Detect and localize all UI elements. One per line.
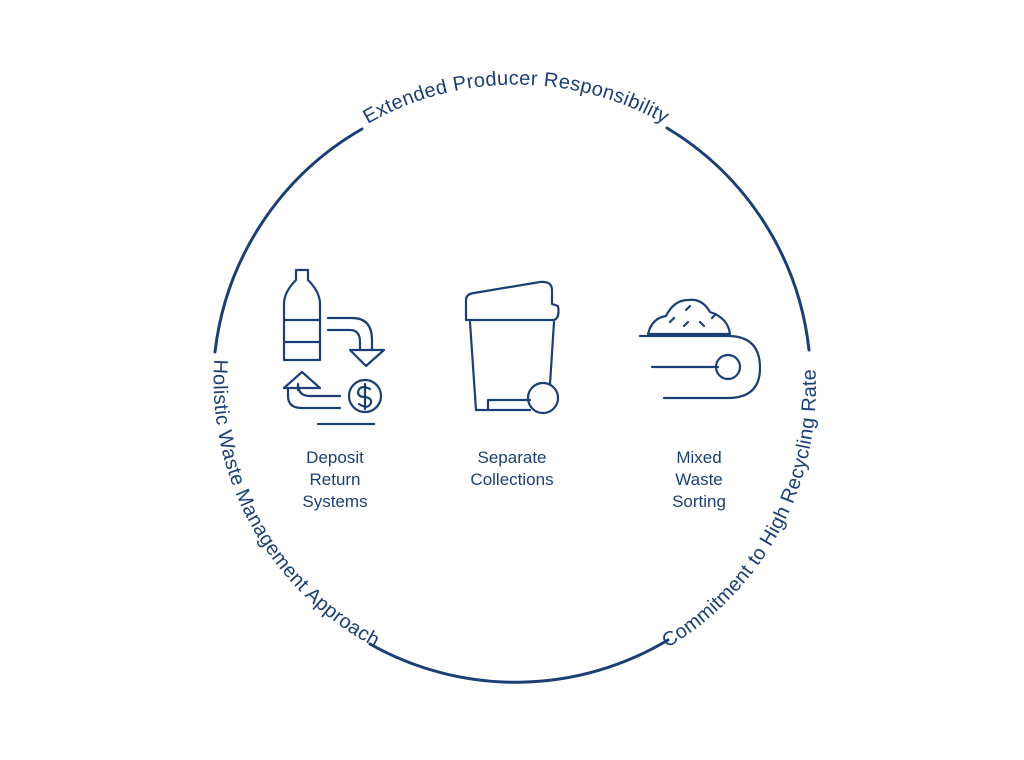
item-label-line: Separate xyxy=(478,448,547,467)
item-label-separate: Separate Collections xyxy=(470,448,553,489)
ring-arc-bottom xyxy=(368,638,670,684)
item-label-line: Sorting xyxy=(672,492,726,511)
item-label-line: Collections xyxy=(470,470,553,489)
item-label-line: Systems xyxy=(302,492,367,511)
trash-bin-icon xyxy=(464,280,560,415)
item-label-line: Return xyxy=(309,470,360,489)
ring xyxy=(213,126,811,684)
item-label-line: Mixed xyxy=(676,448,721,467)
bottle-deposit-icon xyxy=(282,268,386,426)
item-label-mixed: Mixed Waste Sorting xyxy=(672,448,726,511)
item-label-line: Deposit xyxy=(306,448,364,467)
ring-arc-top-left xyxy=(213,127,364,354)
item-label-deposit: Deposit Return Systems xyxy=(302,448,367,511)
item-label-line: Waste xyxy=(675,470,723,489)
ring-label-top: Extended Producer Responsibility xyxy=(360,68,673,129)
waste-conveyor-icon xyxy=(638,298,762,400)
ring-arc-top-right xyxy=(665,126,811,352)
